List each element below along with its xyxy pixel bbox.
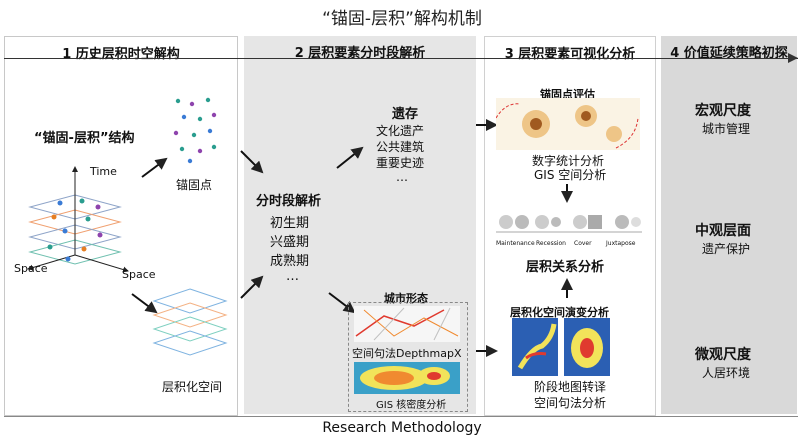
footer-caption: Research Methodology xyxy=(322,420,482,436)
arrow-to-remains xyxy=(336,146,364,169)
footer-divider xyxy=(4,416,798,417)
arrow-p2-p3-bottom xyxy=(476,345,498,357)
meso-title: 中观层面 xyxy=(695,223,751,239)
morph-a-label: 空间句法DepthmapX xyxy=(352,347,462,360)
stat-1: 数字统计分析 xyxy=(532,154,605,168)
meso-sub: 遗产保护 xyxy=(702,242,751,256)
arrow-up-1 xyxy=(561,278,573,298)
anchor-eval-title: 锚固点评估 xyxy=(540,88,595,101)
period-2: 兴盛期 xyxy=(270,235,310,250)
remains-item-1: 文化遗产 xyxy=(376,124,425,138)
rel-label-4: Juxtapose xyxy=(606,240,636,247)
panel-2-header: 2 层积要素分时段解析 xyxy=(294,46,426,61)
morph-b-label: GIS 核密度分析 xyxy=(376,400,447,411)
rel-label-3: Cover xyxy=(574,240,592,247)
diagram-title: “锚固-层积”解构机制 xyxy=(322,9,482,29)
time-label: Time xyxy=(90,165,117,178)
arrow-to-layer xyxy=(131,293,158,314)
space-axis-right xyxy=(74,254,129,273)
panel-3-header: 3 层积要素可视化分析 xyxy=(504,47,636,62)
space-label-right: Space xyxy=(122,268,156,281)
rel-label-1: Maintenance xyxy=(496,240,535,247)
arrow-p1-p2-bottom xyxy=(240,275,264,299)
macro-title: 宏观尺度 xyxy=(695,103,751,119)
macro-sub: 城市管理 xyxy=(702,122,751,136)
layered-space-figure xyxy=(152,288,228,356)
anchor-points-figure xyxy=(173,97,217,164)
remains-item-2: 公共建筑 xyxy=(376,140,425,154)
gis-density-image xyxy=(354,362,460,394)
panel-4: 4 价值延续策略初探 xyxy=(661,36,797,414)
layer-plane-4 xyxy=(28,239,122,265)
layered-space-label: 层积化空间 xyxy=(162,380,223,394)
period-1: 初生期 xyxy=(270,216,310,231)
space-label-left: Space xyxy=(14,262,48,275)
panel-2: 2 层积要素分时段解析 xyxy=(244,36,476,414)
relation-title: 层积关系分析 xyxy=(526,260,605,275)
stat-2: GIS 空间分析 xyxy=(534,168,607,182)
evolution-title: 层积化空间演变分析 xyxy=(510,306,609,319)
arrow-p2-p3-top xyxy=(476,119,498,131)
period-4: … xyxy=(286,269,299,284)
evo-1: 阶段地图转译 xyxy=(534,380,607,394)
anchor-eval-map xyxy=(496,98,640,150)
panel-4-header: 4 价值延续策略初探 xyxy=(670,46,788,61)
arrow-to-morph xyxy=(328,292,356,314)
relation-diagram xyxy=(496,215,642,233)
panel-1-header: 1 历史层积时空解构 xyxy=(62,47,180,62)
timeline-axis xyxy=(4,58,798,59)
morph-title: 城市形态 xyxy=(384,292,428,305)
arrow-down-1 xyxy=(561,184,573,203)
rel-label-2: Recession xyxy=(536,240,566,247)
anchor-dots-cluster xyxy=(47,198,103,262)
evo-2: 空间句法分析 xyxy=(534,396,607,410)
remains-title: 遗存 xyxy=(392,107,419,122)
structure-label: “锚固-层积”结构 xyxy=(34,131,135,146)
layer-axis-figure xyxy=(27,166,129,273)
remains-item-3: 重要史迹 xyxy=(376,156,425,170)
micro-sub: 人居环境 xyxy=(702,366,751,380)
panel-1: 1 历史层积时空解构 xyxy=(4,36,238,416)
arrow-p1-p2-top xyxy=(240,150,264,174)
depthmap-image xyxy=(354,306,460,342)
remains-item-4: … xyxy=(396,170,408,184)
timeline-arrowhead xyxy=(788,53,798,63)
micro-title: 微观尺度 xyxy=(695,347,751,363)
morph-box xyxy=(348,302,468,412)
arrow-to-anchor xyxy=(141,157,168,178)
evolution-maps xyxy=(512,318,610,376)
analysis-title: 分时段解析 xyxy=(256,194,322,209)
anchor-label: 锚固点 xyxy=(176,178,213,192)
period-3: 成熟期 xyxy=(270,254,310,269)
